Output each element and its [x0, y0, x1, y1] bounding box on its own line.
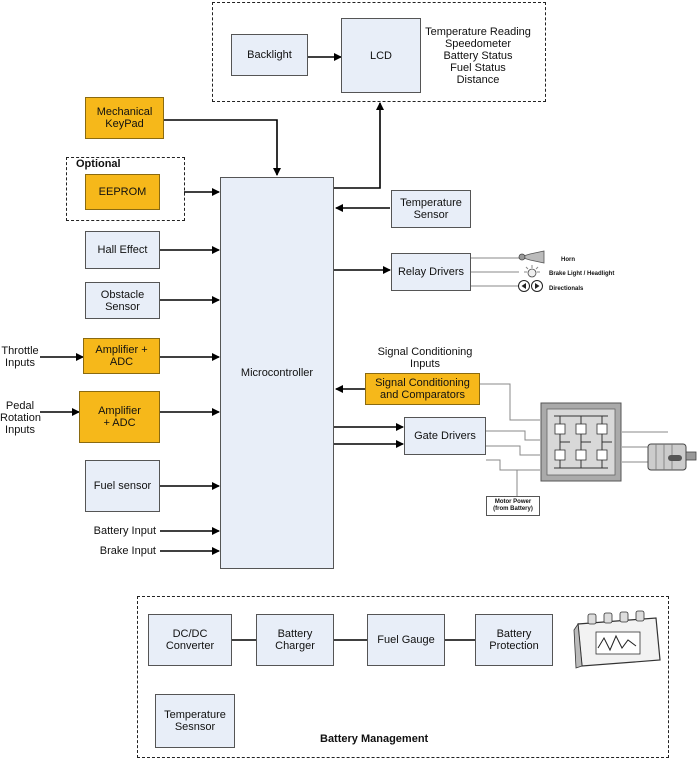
inverter-bridge-icon: [540, 402, 622, 482]
battery-pack-icon: [573, 610, 661, 669]
pedal-adc-block: Amplifier + ADC: [79, 391, 160, 443]
readout-distance: Distance: [456, 74, 500, 86]
battery-protection-block: Battery Protection: [475, 614, 553, 666]
battery-temperature-sensor-block: Temperature Sesnsor: [155, 694, 235, 748]
directionals-icon: [518, 280, 543, 292]
display-group: [212, 2, 546, 102]
dcdc-converter-block: DC/DC Converter: [148, 614, 232, 666]
fuel-sensor-block: Fuel sensor: [85, 460, 160, 512]
horn-icon: [518, 250, 545, 264]
motor-icon: [647, 443, 697, 471]
readout-speedometer: Speedometer: [444, 38, 512, 50]
brake-light-label: Brake Light / Headlight: [549, 271, 615, 277]
fuel-gauge-block: Fuel Gauge: [367, 614, 445, 666]
battery-management-title: Battery Management: [320, 733, 429, 745]
directionals-label: Directionals: [549, 286, 584, 292]
backlight-block: Backlight: [231, 34, 308, 76]
battery-input-label: Battery Input: [93, 525, 156, 537]
lcd-block: LCD: [341, 18, 421, 93]
signal-conditioning-block: Signal Conditioning and Comparators: [365, 373, 480, 405]
gate-drivers-block: Gate Drivers: [404, 417, 486, 455]
optional-group: [66, 157, 185, 221]
obstacle-sensor-block: Obstacle Sensor: [85, 282, 160, 319]
battery-charger-block: Battery Charger: [256, 614, 334, 666]
throttle-inputs-label: Throttle Inputs: [1, 345, 39, 369]
brake-input-label: Brake Input: [99, 545, 156, 557]
signal-conditioning-inputs-label: Signal Conditioning Inputs: [377, 346, 473, 370]
eeprom-block: EEPROM: [85, 174, 160, 210]
battery-management-group: [137, 596, 669, 758]
light-bulb-icon: [524, 265, 540, 278]
wire-mcu-lcd: [334, 102, 384, 189]
readout-temperature: Temperature Reading: [425, 26, 531, 38]
horn-label: Horn: [561, 257, 575, 263]
hall-effect-block: Hall Effect: [85, 231, 160, 269]
optional-label: Optional: [76, 158, 121, 170]
temperature-sensor-block: Temperature Sensor: [391, 190, 471, 228]
pedal-inputs-label: Pedal Rotation Inputs: [0, 400, 41, 436]
wire-keypad-mcu: [164, 119, 281, 176]
keypad-block: Mechanical KeyPad: [85, 97, 164, 139]
throttle-adc-block: Amplifier + ADC: [83, 338, 160, 374]
motor-power-label: Motor Power (from Battery): [486, 496, 540, 516]
microcontroller-block: Microcontroller: [220, 177, 334, 569]
lcd-readouts: Temperature Reading Speedometer Battery …: [423, 26, 533, 86]
readout-battery: Battery Status: [443, 50, 513, 62]
readout-fuel: Fuel Status: [450, 62, 506, 74]
relay-drivers-block: Relay Drivers: [391, 253, 471, 291]
